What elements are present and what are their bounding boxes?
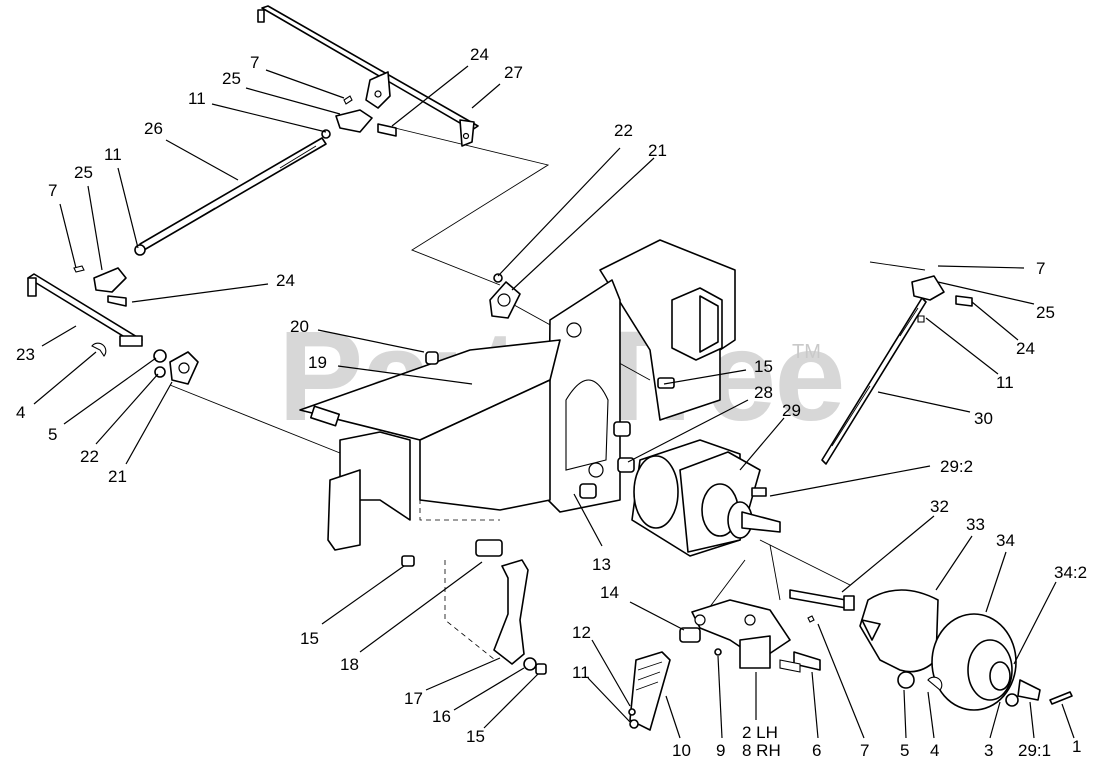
callout: 34 — [996, 531, 1015, 550]
callout: 29 — [782, 401, 801, 420]
callout: 20 — [290, 317, 309, 336]
callout: 24 — [1016, 339, 1035, 358]
callout: 7 — [1036, 259, 1045, 278]
callout: 3 — [984, 741, 993, 760]
callout: 15 — [754, 357, 773, 376]
lower-shaft-23 — [27, 273, 199, 385]
control-rod-26 — [139, 137, 327, 251]
upper-clevis — [321, 95, 397, 139]
callout: 19 — [308, 353, 327, 372]
watermark-trademark: TM — [792, 341, 821, 363]
callout: 11 — [104, 145, 122, 164]
callout: 26 — [144, 119, 163, 138]
brake-pedal — [401, 539, 547, 675]
flange-bearing-upper — [489, 273, 521, 319]
callout: 23 — [16, 345, 35, 364]
callout: 24 — [470, 45, 489, 64]
callout: 17 — [404, 689, 423, 708]
callout: 29:1 — [1018, 741, 1051, 760]
callout: 13 — [592, 555, 611, 574]
callout: 7 — [48, 181, 57, 200]
hydraulic-motor — [631, 439, 781, 557]
callout: 32 — [930, 497, 949, 516]
brake-linkage — [628, 599, 821, 731]
callout: 8 RH — [742, 741, 781, 760]
callout: 25 — [222, 69, 241, 88]
callout: 28 — [754, 383, 773, 402]
callout: 12 — [572, 623, 591, 642]
callout: 1 — [1072, 737, 1081, 756]
callout: 21 — [648, 141, 667, 160]
callout-leaders — [33, 65, 1075, 739]
callout: 9 — [716, 741, 725, 760]
callout: 22 — [614, 121, 633, 140]
callout: 2 LH — [742, 723, 778, 742]
callout: 22 — [80, 447, 99, 466]
callout: 16 — [432, 707, 451, 726]
callout-labels: 7 25 11 24 27 26 11 25 7 24 23 4 5 22 21… — [16, 45, 1087, 760]
callout: 4 — [930, 741, 939, 760]
control-rod-30 — [821, 275, 973, 465]
callout: 33 — [966, 515, 985, 534]
callout: 5 — [48, 425, 57, 444]
callout: 24 — [276, 271, 295, 290]
callout: 4 — [16, 403, 25, 422]
callout: 15 — [466, 727, 485, 746]
callout: 27 — [504, 63, 523, 82]
assembly-guide-lines — [169, 127, 926, 661]
callout: 11 — [996, 373, 1014, 392]
callout: 7 — [250, 53, 259, 72]
brake-assembly — [789, 589, 1073, 711]
callout: 10 — [672, 741, 691, 760]
upper-shaft-assembly — [257, 5, 479, 147]
callout: 34:2 — [1054, 563, 1087, 582]
callout: 25 — [1036, 303, 1055, 322]
main-frame — [299, 239, 736, 551]
callout: 11 — [188, 89, 206, 108]
callout: 5 — [900, 741, 909, 760]
callout: 14 — [600, 583, 619, 602]
callout: 30 — [974, 409, 993, 428]
callout: 11 — [572, 663, 590, 682]
callout: 25 — [74, 163, 93, 182]
callout: 6 — [812, 741, 821, 760]
callout: 18 — [340, 655, 359, 674]
callout: 29:2 — [940, 457, 973, 476]
lower-clevis — [73, 244, 146, 307]
callout: 21 — [108, 467, 127, 486]
callout: 7 — [860, 741, 869, 760]
callout: 15 — [300, 629, 319, 648]
